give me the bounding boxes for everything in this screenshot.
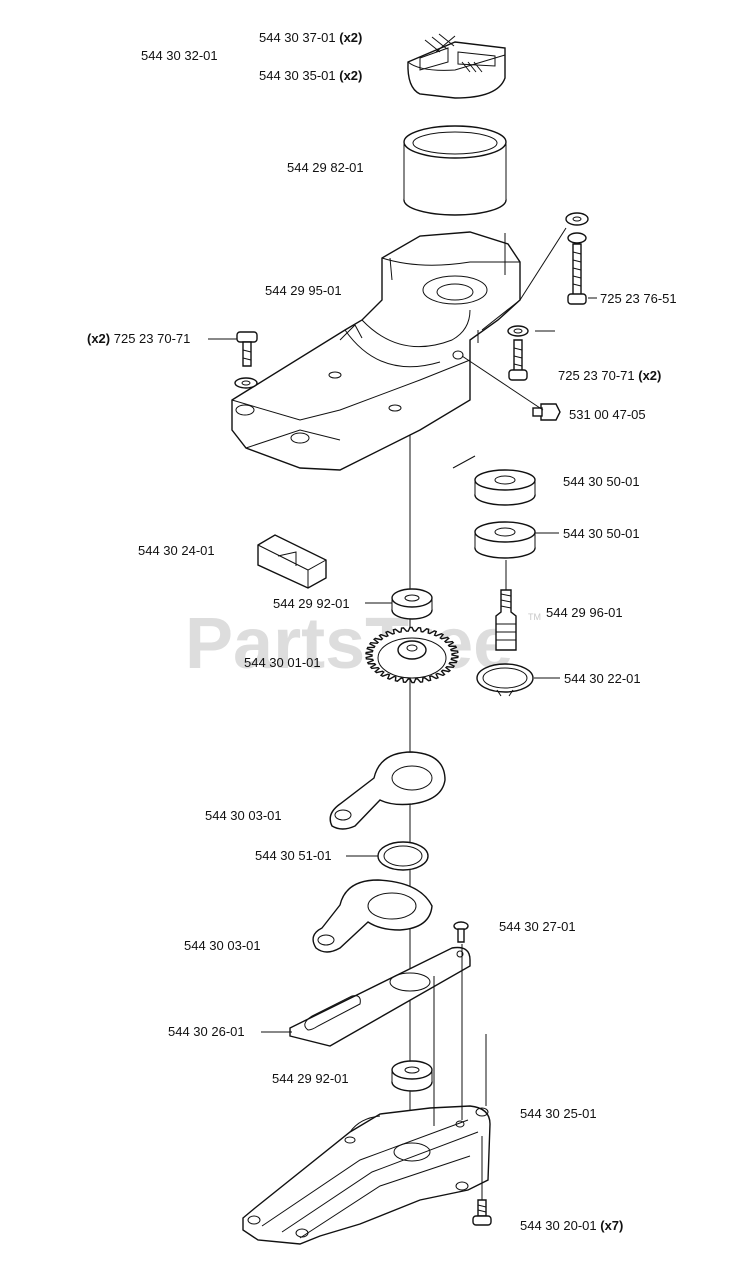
gear-housing-part: [231, 231, 521, 471]
part-label: (x2) 725 23 70-71: [87, 331, 190, 346]
part-label: 544 30 32-01: [141, 48, 218, 63]
part-label: 544 30 20-01 (x7): [520, 1218, 623, 1233]
screw-725237651-part: [565, 212, 589, 305]
cover-screw-part: [472, 1199, 492, 1226]
part-label: 544 30 25-01: [520, 1106, 597, 1121]
bearing-top-part: [474, 469, 536, 506]
guide-plate-part: [289, 946, 471, 1047]
needle-bearing-lower-part: [391, 1060, 433, 1092]
part-label: 544 29 92-01: [272, 1071, 349, 1086]
part-label: 544 30 27-01: [499, 919, 576, 934]
seal-ring-part: [377, 841, 429, 871]
part-label: 544 30 51-01: [255, 848, 332, 863]
part-label: 544 30 01-01: [244, 655, 321, 670]
part-label: 544 30 26-01: [168, 1024, 245, 1039]
part-label: 544 30 24-01: [138, 543, 215, 558]
needle-bearing-upper-part: [391, 588, 433, 620]
screw-725237071-right-part: [507, 325, 529, 381]
part-label: 544 30 37-01 (x2): [259, 30, 362, 45]
part-label: 544 30 03-01: [205, 808, 282, 823]
small-screw-part: [453, 921, 469, 943]
circlip-part: [476, 663, 534, 697]
gear-cover-part: [242, 1105, 491, 1245]
part-label: 544 30 35-01 (x2): [259, 68, 362, 83]
crank-link-upper-part: [329, 751, 446, 830]
part-label: 544 30 03-01: [184, 938, 261, 953]
part-label: 544 29 95-01: [265, 283, 342, 298]
pinion-shaft-part: [495, 589, 517, 651]
screw-725237071-left-part: [234, 331, 258, 389]
part-label: 544 30 22-01: [564, 671, 641, 686]
part-label: 725 23 76-51: [600, 291, 677, 306]
watermark-text: PartsTree: [185, 604, 513, 684]
part-label: 544 30 50-01: [563, 526, 640, 541]
grease-nipple-part: [532, 403, 561, 421]
spacer-block-part: [257, 534, 327, 589]
leader-lines: [208, 35, 597, 1200]
part-label: 544 29 92-01: [273, 596, 350, 611]
part-label: 725 23 70-71 (x2): [558, 368, 661, 383]
clutch-drum-part: [403, 125, 507, 216]
part-label: 531 00 47-05: [569, 407, 646, 422]
part-labels: 544 30 32-01 544 30 37-01 (x2) 544 30 35…: [87, 30, 677, 1233]
part-label: 544 29 82-01: [287, 160, 364, 175]
bearing-bottom-part: [474, 521, 536, 559]
crank-link-lower-part: [312, 879, 433, 953]
part-label: 544 29 96-01: [546, 605, 623, 620]
clutch-shoe-part: [407, 33, 506, 99]
part-label: 544 30 50-01: [563, 474, 640, 489]
watermark-trademark: TM: [528, 612, 541, 622]
gear-part: [365, 626, 459, 684]
